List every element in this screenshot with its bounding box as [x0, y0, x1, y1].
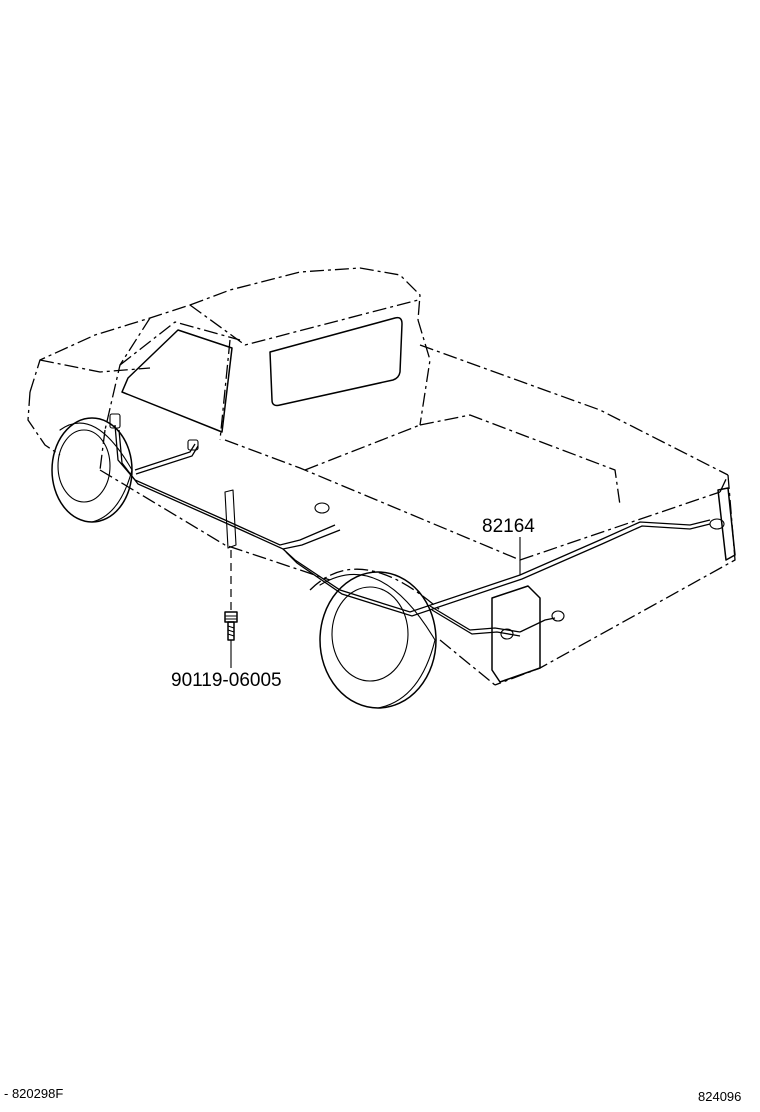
harness-part-number: 82164 — [482, 516, 535, 537]
bolt-part-number: 90119-06005 — [171, 670, 282, 691]
rear-wheel — [309, 568, 441, 709]
rear-window — [269, 316, 403, 407]
bolt-icon — [224, 611, 238, 641]
side-window — [121, 329, 233, 433]
footer-left-code: - 820298F — [4, 1086, 63, 1101]
left-tail-light — [491, 585, 541, 683]
right-tail-light — [717, 487, 736, 561]
wiring-harness — [109, 413, 725, 640]
front-wheel — [51, 417, 133, 523]
footer-right-code: 824096 — [698, 1089, 741, 1104]
truck-outline — [27, 267, 736, 686]
